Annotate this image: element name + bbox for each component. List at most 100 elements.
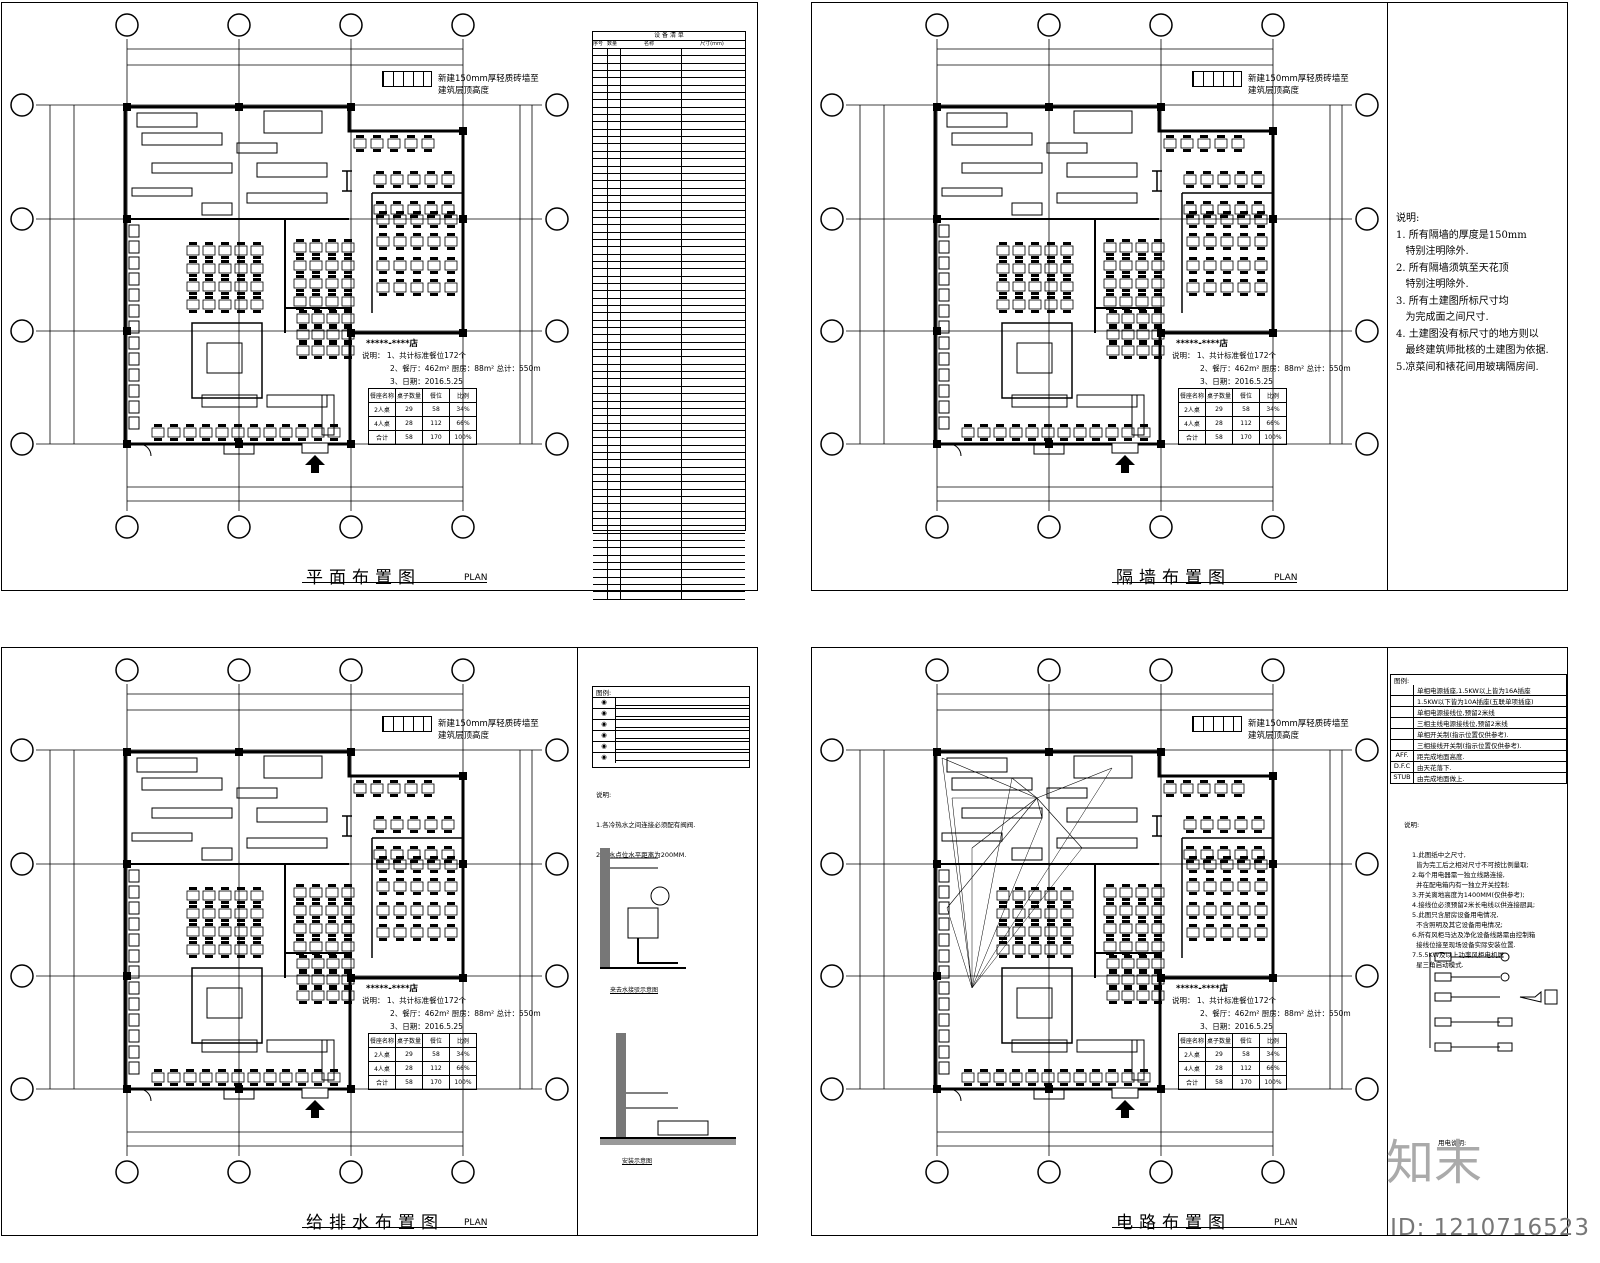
partition-notes: 说明: 1. 所有隔墙的厚度是150mm 特别注明除外.2. 所有隔墙须筑至天花…	[1396, 213, 1549, 373]
chair	[1106, 275, 1114, 278]
brick-wall-symbol	[382, 71, 432, 87]
chair	[282, 424, 290, 427]
chair	[447, 279, 455, 282]
dining-table	[1028, 263, 1042, 274]
chair	[189, 256, 197, 259]
chair	[396, 247, 404, 250]
dining-table	[250, 263, 264, 274]
dining-table	[1197, 138, 1211, 149]
dining-table	[151, 427, 165, 438]
dining-table	[353, 783, 367, 794]
chair	[356, 780, 364, 783]
equipment-block	[128, 869, 140, 883]
chair	[205, 260, 213, 263]
chair	[344, 902, 352, 905]
kitchen-equipment	[141, 777, 223, 791]
chair	[1206, 870, 1214, 873]
chair	[393, 816, 401, 819]
chair	[1047, 919, 1055, 922]
dining-table	[1012, 890, 1026, 901]
chair	[221, 260, 229, 263]
dining-table	[183, 427, 197, 438]
chair	[1139, 1001, 1147, 1004]
chair	[1254, 171, 1262, 174]
chair	[1240, 225, 1248, 228]
dining-table	[309, 278, 323, 289]
dining-table	[410, 214, 424, 225]
store-name: *****-****店	[366, 984, 419, 994]
dining-table	[250, 299, 264, 310]
equipment-block	[128, 933, 140, 947]
chair	[1139, 310, 1147, 313]
chair	[205, 274, 213, 277]
chair	[1240, 916, 1248, 919]
dining-table	[1220, 905, 1234, 916]
chair	[1223, 938, 1231, 941]
wall-note: 新建150mm厚轻质砖墙至建筑层顶高度	[438, 719, 539, 741]
column-post	[459, 772, 467, 780]
chair	[205, 919, 213, 922]
chair	[234, 1083, 242, 1086]
chair	[1092, 424, 1100, 427]
chair	[413, 924, 421, 927]
chair	[1240, 293, 1248, 296]
equipment-block	[128, 981, 140, 995]
chair	[396, 892, 404, 895]
chair	[299, 987, 307, 990]
dining-table	[390, 819, 404, 830]
chair	[1206, 293, 1214, 296]
chair	[373, 780, 381, 783]
chair	[1234, 149, 1242, 152]
chair	[410, 171, 418, 174]
kitchen-equipment	[256, 807, 328, 823]
dining-table	[325, 923, 339, 934]
chair	[1183, 135, 1191, 138]
chair	[218, 1069, 226, 1072]
axis-bubble	[1355, 93, 1379, 117]
equipment-block	[938, 885, 950, 899]
chair	[1154, 902, 1162, 905]
chair	[376, 830, 384, 833]
dining-table	[234, 908, 248, 919]
chair	[1203, 830, 1211, 833]
dining-table	[444, 859, 458, 870]
chair	[1122, 916, 1130, 919]
chair	[1203, 860, 1211, 863]
chair	[314, 985, 322, 988]
dining-table	[231, 427, 245, 438]
chair	[328, 293, 336, 296]
chair	[299, 342, 307, 345]
chair	[999, 310, 1007, 313]
door-swing	[138, 1088, 152, 1102]
chair	[1220, 185, 1228, 188]
dining-table	[1044, 926, 1058, 937]
chair	[344, 916, 352, 919]
wiring-diagram	[1429, 952, 1558, 1052]
chair	[1237, 816, 1245, 819]
chair	[1189, 924, 1197, 927]
chair	[344, 934, 352, 937]
equipment-block	[938, 997, 950, 1011]
dining-table	[444, 927, 458, 938]
service-island	[1001, 967, 1073, 1044]
dining-table	[1028, 281, 1042, 292]
chair	[379, 211, 387, 214]
dining-table	[393, 282, 407, 293]
chair	[344, 342, 352, 345]
dining-table	[1119, 923, 1133, 934]
kitchen-equipment	[941, 187, 1003, 197]
dining-table	[151, 1072, 165, 1083]
chair	[447, 293, 455, 296]
chair	[430, 233, 438, 236]
dining-table	[279, 1072, 293, 1083]
chair	[1154, 293, 1162, 296]
dining-table	[1220, 859, 1234, 870]
column-post	[933, 215, 941, 223]
kitchen-equipment	[951, 132, 1033, 146]
counter	[266, 394, 328, 408]
dining-table	[186, 890, 200, 901]
dining-table	[1119, 887, 1133, 898]
chair	[410, 860, 418, 863]
chair	[1254, 860, 1262, 863]
kitchen-equipment	[201, 202, 233, 216]
